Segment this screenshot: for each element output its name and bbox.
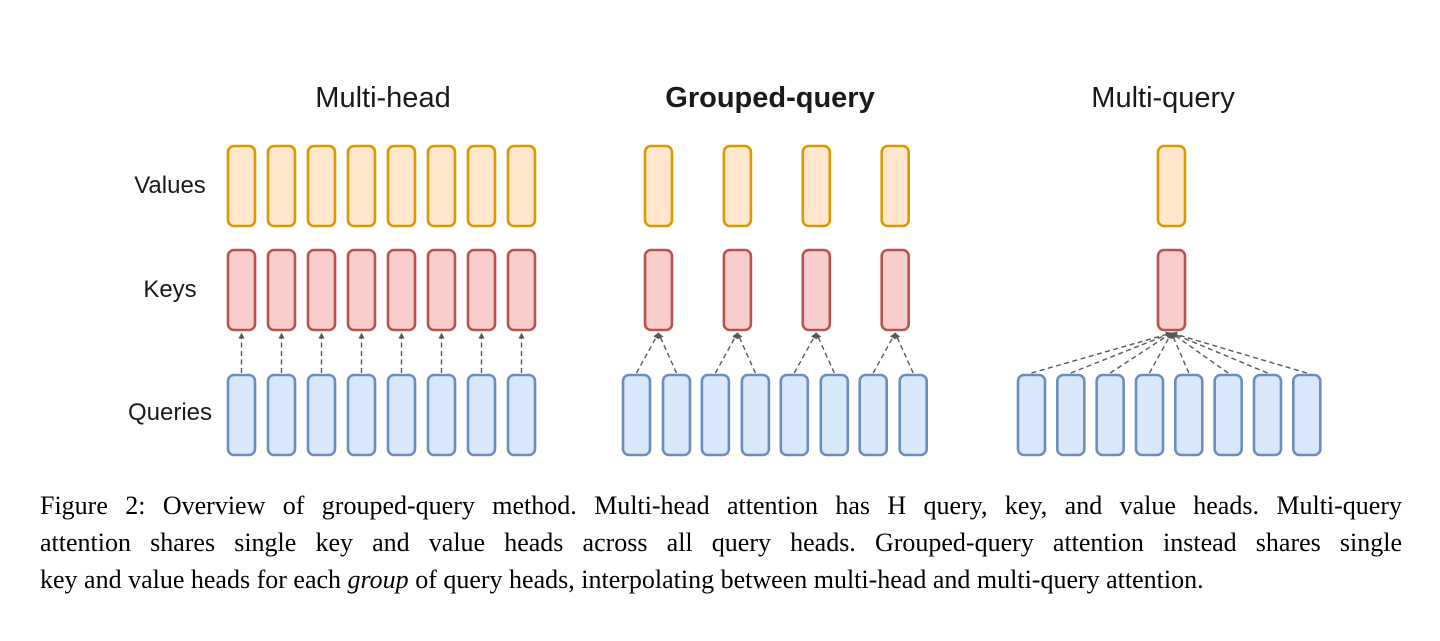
query-head bbox=[740, 373, 771, 457]
query-key-connector bbox=[1170, 332, 1190, 374]
key-head bbox=[880, 248, 911, 332]
value-head bbox=[466, 144, 497, 228]
query-key-connector bbox=[815, 332, 835, 374]
query-head bbox=[1056, 373, 1086, 457]
key-head bbox=[426, 248, 457, 332]
query-key-connector bbox=[657, 332, 678, 374]
query-head bbox=[1095, 373, 1125, 457]
query-head bbox=[858, 373, 889, 457]
value-head bbox=[722, 144, 753, 228]
query-key-connector bbox=[1031, 331, 1172, 374]
query-head bbox=[506, 373, 537, 457]
caption-line-3-post: of query heads, interpolating between mu… bbox=[408, 565, 1204, 594]
query-head bbox=[386, 373, 417, 457]
key-head bbox=[226, 248, 257, 332]
value-head bbox=[426, 144, 457, 228]
key-head bbox=[306, 248, 337, 332]
query-key-connector bbox=[1171, 332, 1229, 374]
key-head bbox=[643, 248, 674, 332]
figure-caption: Figure 2: Overview of grouped-query meth… bbox=[40, 487, 1402, 598]
value-head bbox=[643, 144, 674, 228]
query-head bbox=[346, 373, 377, 457]
row-label-values: Values bbox=[134, 172, 206, 199]
query-key-connector bbox=[1070, 332, 1172, 374]
query-head bbox=[700, 373, 731, 457]
query-key-connector bbox=[793, 332, 817, 374]
value-head bbox=[306, 144, 337, 228]
query-key-connector bbox=[1148, 332, 1173, 374]
query-key-connector bbox=[894, 332, 914, 374]
caption-line-2: attention shares single key and value he… bbox=[40, 528, 1402, 557]
query-head bbox=[306, 373, 337, 457]
caption-line-3: key and value heads for each group of qu… bbox=[40, 561, 1402, 598]
attention-diagram-canvas bbox=[226, 144, 1322, 457]
row-label-queries: Queries bbox=[127, 399, 213, 426]
caption-line-1: Figure 2: Overview of grouped-query meth… bbox=[40, 491, 1402, 520]
key-head bbox=[506, 248, 537, 332]
key-head bbox=[722, 248, 753, 332]
value-head bbox=[226, 144, 257, 228]
panel-title-grouped-query: Grouped-query bbox=[665, 82, 875, 114]
query-head bbox=[898, 373, 929, 457]
value-head bbox=[266, 144, 297, 228]
query-head bbox=[1134, 373, 1165, 457]
value-head bbox=[346, 144, 377, 228]
query-head bbox=[1252, 373, 1283, 457]
query-head bbox=[1213, 373, 1243, 457]
key-head bbox=[1156, 248, 1187, 332]
value-head bbox=[386, 144, 417, 228]
value-head bbox=[1156, 144, 1187, 228]
value-head bbox=[506, 144, 537, 228]
query-head bbox=[1292, 373, 1322, 457]
key-head bbox=[386, 248, 417, 332]
query-head bbox=[466, 373, 497, 457]
query-head bbox=[661, 373, 692, 457]
query-head bbox=[819, 373, 850, 457]
value-head bbox=[880, 144, 911, 228]
query-head bbox=[1016, 373, 1047, 457]
query-head bbox=[266, 373, 297, 457]
query-head bbox=[226, 373, 257, 457]
row-label-keys: Keys bbox=[143, 276, 197, 303]
query-key-connector bbox=[1171, 332, 1268, 374]
caption-line-3-italic: group bbox=[347, 565, 409, 594]
caption-line-3-pre: key and value heads for each bbox=[40, 565, 348, 594]
query-key-connector bbox=[714, 332, 739, 374]
query-head bbox=[779, 373, 810, 457]
query-key-connector bbox=[872, 332, 896, 374]
value-head bbox=[801, 144, 832, 228]
panel-title-multi-query: Multi-query bbox=[1091, 82, 1235, 114]
key-head bbox=[266, 248, 297, 332]
query-head bbox=[1174, 373, 1204, 457]
key-head bbox=[466, 248, 497, 332]
panel-title-multi-head: Multi-head bbox=[315, 82, 451, 114]
key-head bbox=[801, 248, 832, 332]
query-head bbox=[621, 373, 652, 457]
query-key-connector bbox=[1109, 332, 1172, 374]
query-key-connector bbox=[1171, 331, 1308, 374]
key-head bbox=[346, 248, 377, 332]
query-key-connector bbox=[635, 332, 660, 374]
query-key-connector bbox=[736, 332, 757, 374]
query-head bbox=[426, 373, 457, 457]
